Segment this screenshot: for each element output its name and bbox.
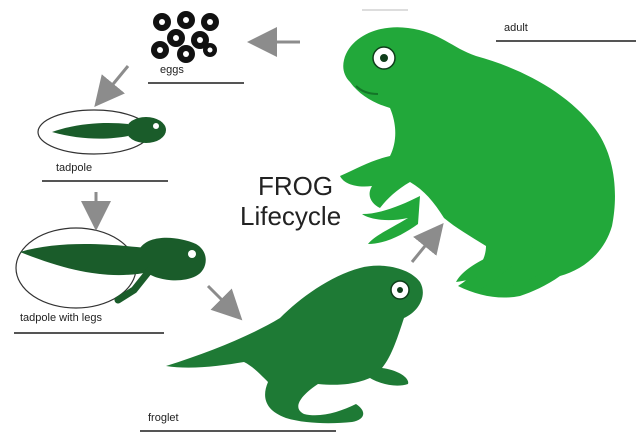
label-adult: adult — [504, 22, 528, 34]
underline-eggs — [148, 82, 244, 84]
tadpole-legs-icon — [16, 228, 206, 308]
label-tadpole: tadpole — [56, 162, 92, 174]
label-eggs: eggs — [160, 64, 184, 76]
label-tadpole-with-legs: tadpole with legs — [20, 312, 102, 324]
underline-tadpole-with-legs — [14, 332, 164, 334]
underline-tadpole — [42, 180, 168, 182]
tadpole-icon — [38, 110, 166, 154]
label-froglet: froglet — [148, 412, 179, 424]
arrow-froglet-to-adult — [412, 230, 438, 262]
diagram-title-line1: FROG — [258, 170, 333, 202]
underline-froglet — [140, 430, 336, 432]
froglet-icon — [166, 266, 423, 424]
underline-adult — [496, 40, 636, 42]
arrow-legs-to-froglet — [208, 286, 236, 314]
adult-frog-icon — [340, 27, 615, 297]
diagram-title-line2: Lifecycle — [240, 200, 341, 232]
arrow-eggs-to-tadpole — [100, 66, 128, 100]
egg-cluster-icon — [146, 4, 224, 66]
